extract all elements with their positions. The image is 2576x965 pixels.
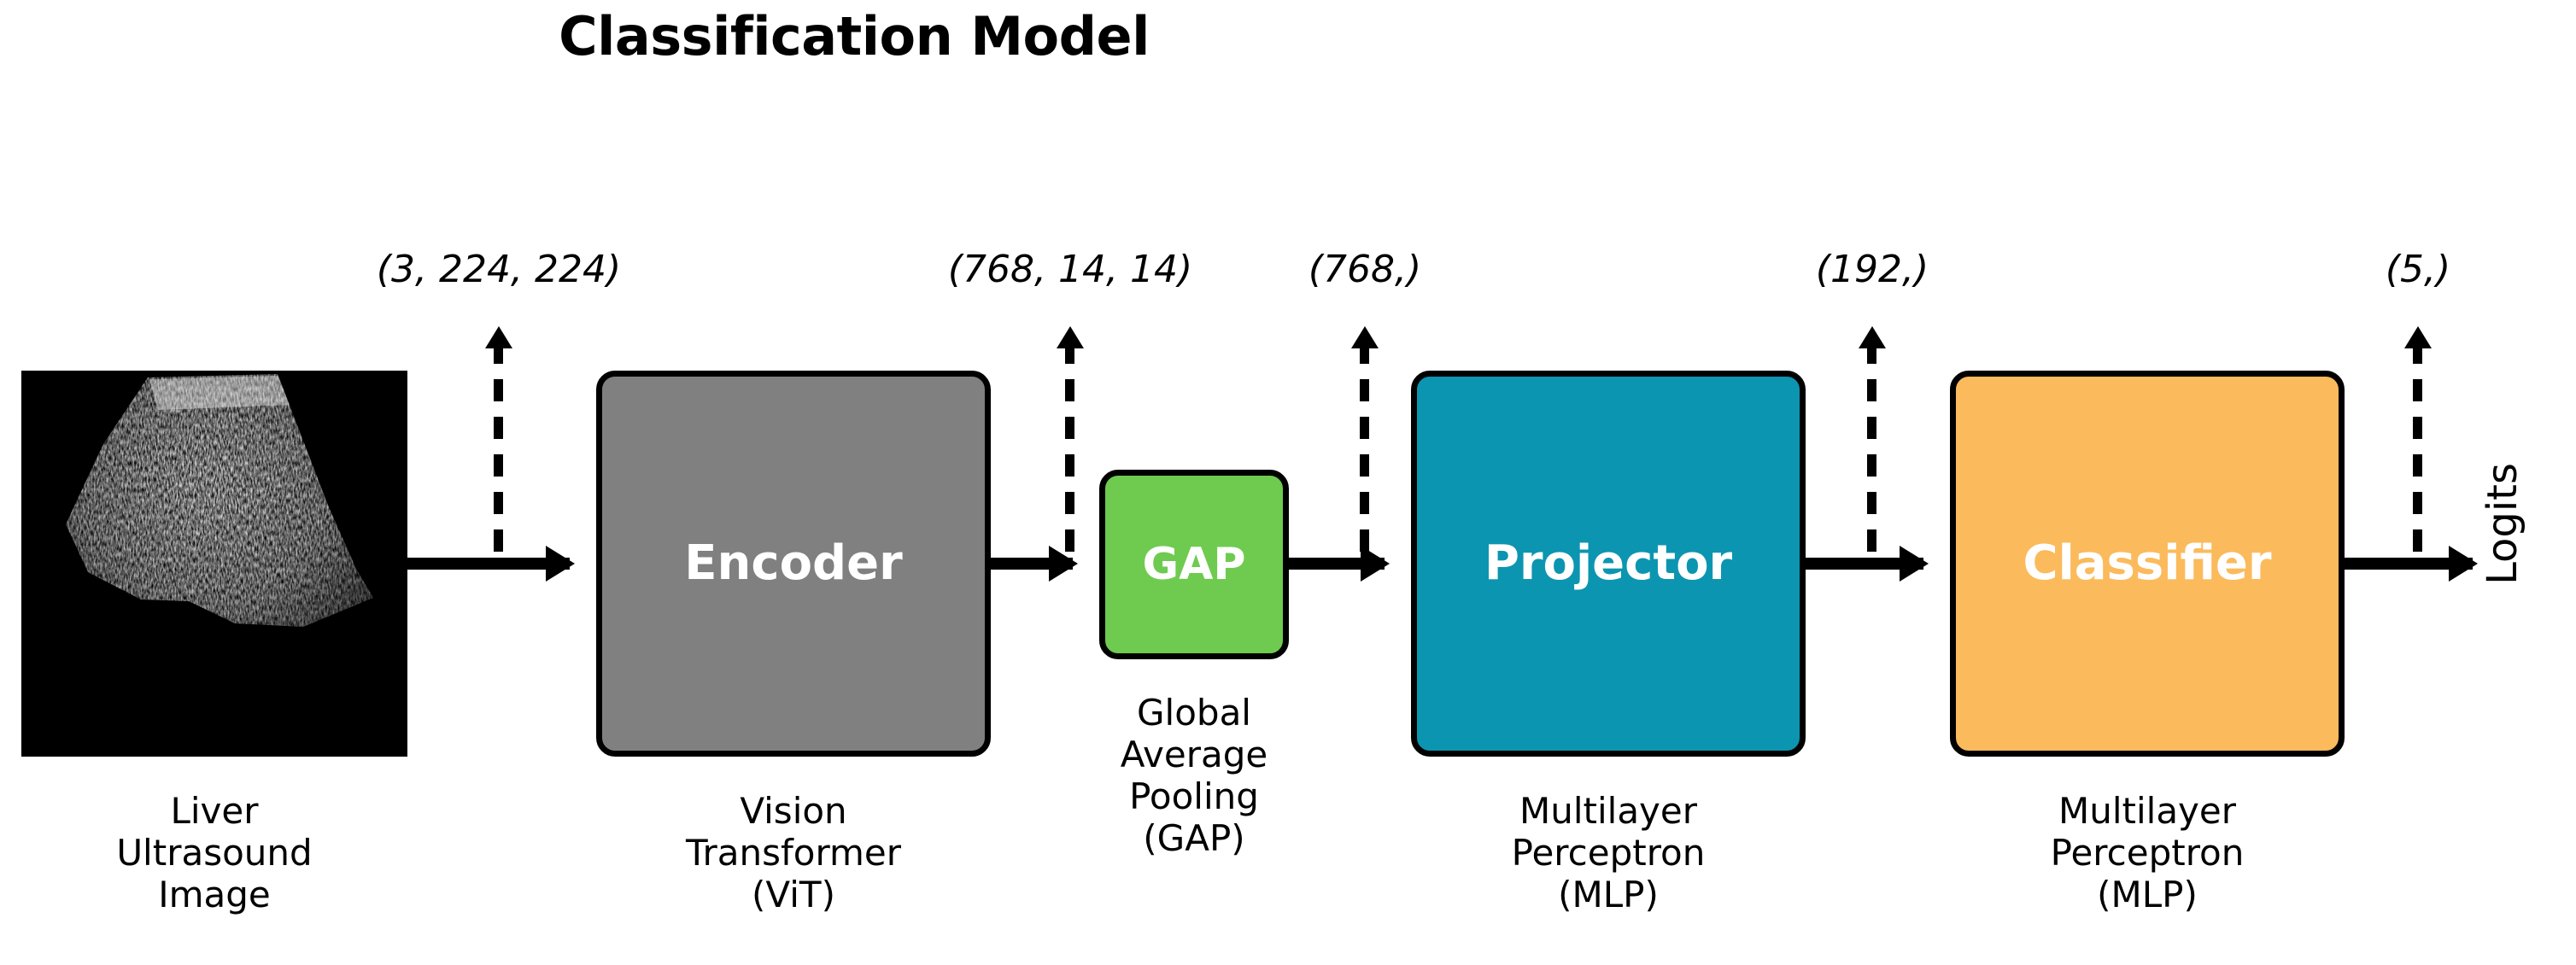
output-logits-label: Logits: [2479, 463, 2526, 585]
block-projector-caption: Multilayer Perceptron (MLP): [1511, 790, 1706, 916]
dashed-arrow-input-shape: [494, 342, 503, 564]
dashed-arrow-encoder-output: [1065, 342, 1074, 564]
dashed-arrow-gap-output: [1360, 342, 1369, 564]
shape-label-gap-output: (768,): [1308, 248, 1422, 291]
input-caption: Liver Ultrasound Image: [116, 790, 313, 916]
dashed-arrow-projector-output: [1867, 342, 1876, 564]
block-projector[interactable]: Projector: [1411, 371, 1806, 757]
flow-arrow-gap-to-projector: [1289, 558, 1385, 570]
shape-label-projector-output: (192,): [1815, 248, 1929, 291]
shape-label-input: (3, 224, 224): [376, 248, 622, 291]
block-classifier[interactable]: Classifier: [1950, 371, 2345, 757]
block-gap[interactable]: GAP: [1099, 470, 1289, 659]
block-gap-label: GAP: [1142, 539, 1246, 590]
block-classifier-label: Classifier: [2023, 535, 2272, 591]
block-encoder[interactable]: Encoder: [596, 371, 991, 757]
shape-label-classifier-output: (5,): [2385, 248, 2451, 291]
shape-label-encoder-output: (768, 14, 14): [947, 248, 1193, 291]
block-projector-label: Projector: [1484, 535, 1733, 591]
block-gap-caption: Global Average Pooling (GAP): [1120, 692, 1268, 860]
flow-arrow-encoder-to-gap: [991, 558, 1073, 570]
block-encoder-label: Encoder: [684, 535, 903, 591]
block-classifier-caption: Multilayer Perceptron (MLP): [2050, 790, 2245, 916]
dashed-arrow-classifier-output: [2413, 342, 2422, 564]
liver-ultrasound-image: [21, 371, 407, 757]
flow-arrow-projector-to-classifier: [1806, 558, 1923, 570]
flow-arrow-classifier-to-logits: [2345, 558, 2473, 570]
page-title: Classification Model: [559, 5, 1150, 67]
flow-arrow-image-to-encoder: [407, 558, 570, 570]
block-encoder-caption: Vision Transformer (ViT): [685, 790, 902, 916]
